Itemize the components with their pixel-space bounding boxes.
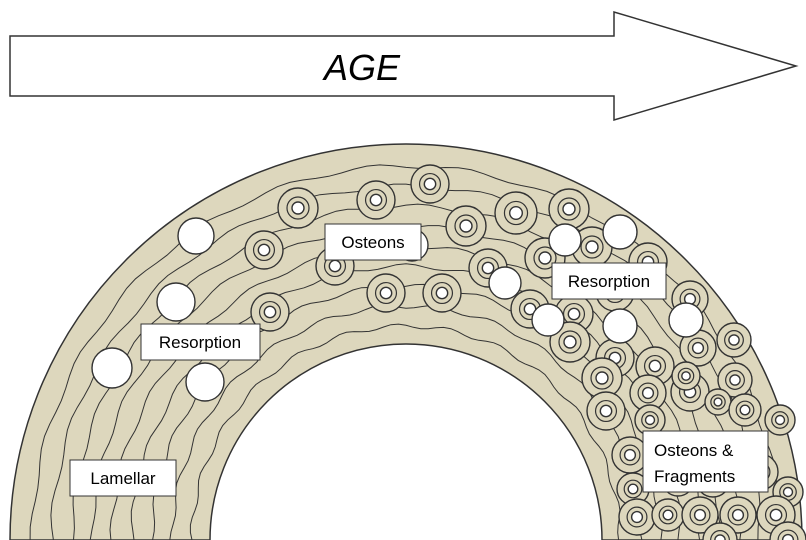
osteon	[367, 274, 405, 312]
osteon	[705, 389, 731, 415]
osteons-fragments-label-line1: Osteons &	[654, 441, 734, 460]
resorption-space	[157, 283, 195, 321]
osteon	[672, 362, 700, 390]
osteons-fragments-label-line2: Fragments	[654, 467, 735, 486]
label-lamellar: Lamellar	[70, 460, 176, 496]
osteon	[717, 323, 751, 357]
age-label: AGE	[322, 47, 401, 88]
osteon	[765, 405, 795, 435]
resorption-space	[92, 348, 132, 388]
osteon	[357, 181, 395, 219]
resorption-space	[603, 309, 637, 343]
label-resorption-right: Resorption	[552, 263, 666, 299]
lamellar-label: Lamellar	[90, 469, 156, 488]
resorption-space	[489, 267, 521, 299]
label-resorption-left: Resorption	[141, 324, 260, 360]
resorption-space	[669, 303, 703, 337]
osteon	[411, 165, 449, 203]
resorption-left-label: Resorption	[159, 333, 241, 352]
label-osteons-fragments: Osteons & Fragments	[643, 431, 768, 492]
osteon	[729, 394, 761, 426]
label-osteons: Osteons	[325, 224, 421, 260]
osteon	[423, 274, 461, 312]
resorption-space	[603, 215, 637, 249]
osteons-label: Osteons	[341, 233, 404, 252]
osteon	[278, 188, 318, 228]
osteon	[652, 499, 684, 531]
age-arrow: AGE	[10, 12, 796, 120]
osteon	[619, 499, 655, 535]
osteon	[549, 189, 589, 229]
resorption-space	[549, 224, 581, 256]
resorption-space	[532, 304, 564, 336]
osteon	[446, 206, 486, 246]
osteon	[245, 231, 283, 269]
resorption-right-label: Resorption	[568, 272, 650, 291]
osteon	[495, 192, 537, 234]
resorption-space	[186, 363, 224, 401]
resorption-space	[178, 218, 214, 254]
osteon	[587, 392, 625, 430]
